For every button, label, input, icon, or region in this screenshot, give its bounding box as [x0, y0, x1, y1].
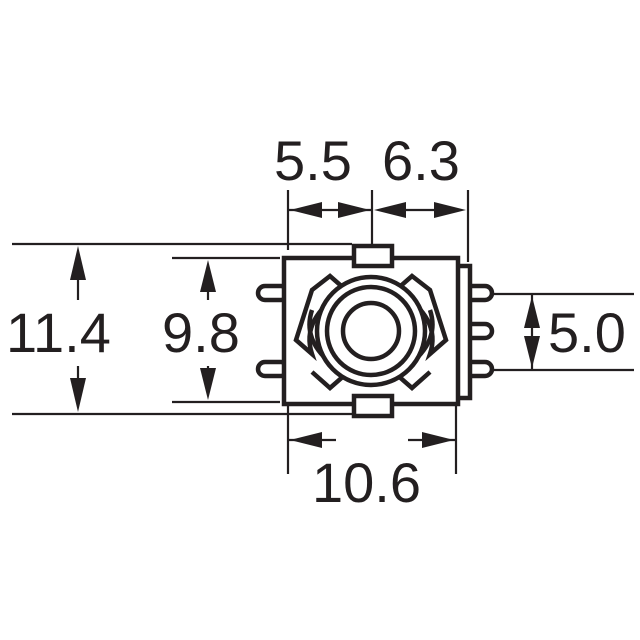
dim-label-body-width: 10.6 [312, 451, 421, 514]
dimension-arrows [70, 202, 540, 448]
arrow-bottom-right [422, 432, 454, 448]
dim-label-overall-height: 11.4 [6, 301, 111, 364]
dimension-labels: 5.5 6.3 11.4 9.8 5.0 10.6 [6, 129, 626, 514]
arrow-overall-down [70, 378, 86, 412]
arrow-top-left-b [338, 202, 370, 218]
dim-label-body-height: 9.8 [162, 301, 240, 364]
arrow-top-right-b [434, 202, 466, 218]
extension-lines [12, 190, 634, 474]
bottom-tab [351, 393, 395, 419]
arrow-top-right-a [374, 202, 406, 218]
dim-label-top-right: 6.3 [382, 129, 460, 192]
shaft-inner-ring [340, 300, 402, 362]
arrow-pin-down [524, 336, 540, 368]
arrow-bottom-left [290, 432, 322, 448]
dim-label-top-left: 5.5 [274, 129, 352, 192]
dim-label-pin-span: 5.0 [548, 301, 626, 364]
arrow-body-down [200, 368, 216, 400]
arrow-body-up [200, 260, 216, 292]
arrow-top-left-a [290, 202, 322, 218]
arrow-overall-up [70, 246, 86, 280]
arrow-pin-up [524, 296, 540, 328]
encoder-component [255, 243, 495, 419]
top-tab [351, 243, 395, 269]
